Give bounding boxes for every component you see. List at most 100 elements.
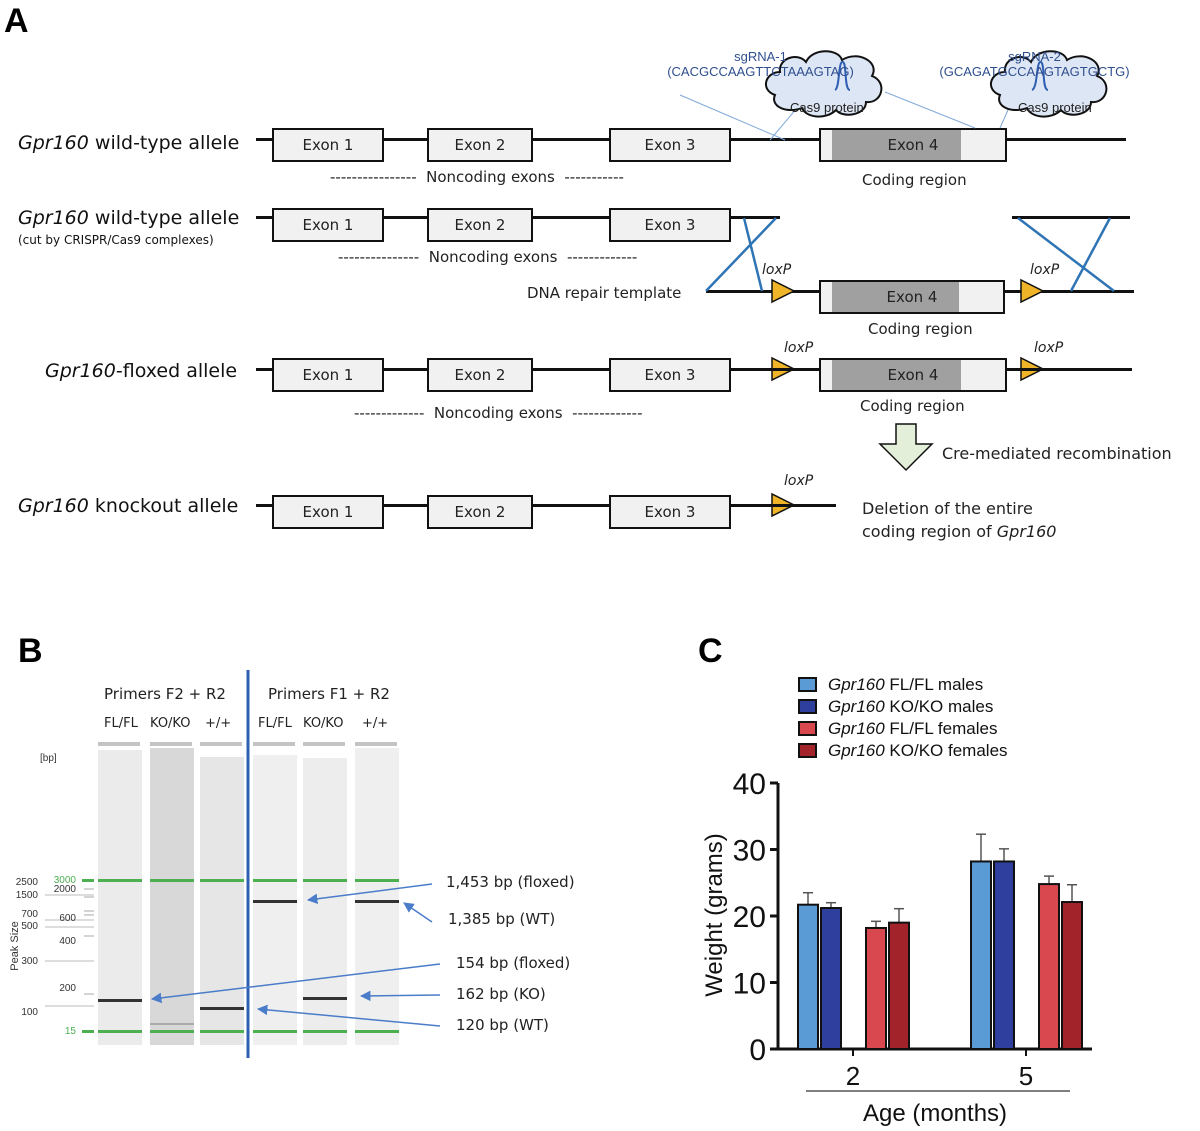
marker-band-lower <box>200 1030 244 1033</box>
cloud-icon <box>990 50 1108 118</box>
exon4-template: Exon 4 <box>819 280 1005 314</box>
ladder-label-right: 200 <box>59 983 76 994</box>
exon4-floxed: Exon 4 <box>819 358 1007 392</box>
marker-band-lower <box>355 1030 399 1033</box>
y-axis-label: Weight (grams) <box>701 833 728 997</box>
arrow-162-ko <box>359 990 441 1002</box>
band-120-wt <box>200 1007 244 1010</box>
coding-label-floxed: Coding region <box>860 397 965 415</box>
sgrna-hairpin-icon <box>834 60 851 91</box>
deletion-description: Deletion of the entire coding region of … <box>862 499 1057 541</box>
band-162-ko <box>303 997 347 1000</box>
marker-band-lower <box>253 1030 297 1033</box>
noncoding-label-cut: --------------- Noncoding exons --------… <box>338 248 638 266</box>
lane-well <box>253 742 295 746</box>
ladder-label-right: 600 <box>59 913 76 924</box>
bar <box>1038 883 1060 1050</box>
exon1-cut: Exon 1 <box>272 208 384 242</box>
panel-a-letter: A <box>4 2 29 40</box>
x-tick-label: 5 <box>1019 1061 1033 1091</box>
noncoding-label-floxed: ------------- Noncoding exons ----------… <box>354 404 643 422</box>
ladder-label-left: 100 <box>21 1007 38 1018</box>
band-1385-wt <box>355 900 399 903</box>
allele-label-ko: Gpr160 knockout allele <box>18 495 239 517</box>
exon1-ko: Exon 1 <box>272 495 384 529</box>
arrow-1385-wt <box>403 902 433 923</box>
sgrna1-pointer <box>679 94 786 141</box>
gel-lane <box>98 750 142 1045</box>
marker-band-upper <box>253 879 297 882</box>
arrow-1453-floxed <box>306 883 433 904</box>
legend-label: Gpr160 FL/FL females <box>828 719 997 738</box>
x-axis-label: Age (months) <box>863 1100 1007 1127</box>
exon1-wt: Exon 1 <box>272 128 384 162</box>
bar <box>888 921 910 1050</box>
y-tick-label: 10 <box>733 968 766 1001</box>
lane-label: FL/FL <box>258 716 292 731</box>
marker-band-lower <box>98 1030 142 1033</box>
crossover-line <box>742 217 764 292</box>
loxp-icon <box>1020 278 1045 304</box>
loxp-label-template-1: loxP <box>762 262 792 278</box>
noncoding-label-wt: ---------------- Noncoding exons -------… <box>330 168 624 186</box>
legend-label: Gpr160 KO/KO males <box>828 697 993 716</box>
band-label: 1,385 bp (WT) <box>448 910 556 928</box>
legend-swatch <box>798 699 817 714</box>
y-tick-label: 0 <box>749 1034 766 1067</box>
coding-label-template: Coding region <box>868 320 973 338</box>
faint-band <box>150 1023 194 1025</box>
loxp-label-floxed-1: loxP <box>784 340 814 356</box>
sgrna-hairpin-icon <box>1031 60 1049 91</box>
exon2-ko: Exon 2 <box>427 495 533 529</box>
sgrna2-label: sgRNA-2(GCAGATGCCAAGTAGTGCTG) <box>939 49 1130 79</box>
down-arrow-icon <box>878 423 934 472</box>
band-label: 120 bp (WT) <box>456 1016 549 1034</box>
lane-label: KO/KO <box>150 716 191 731</box>
cloud-icon <box>765 50 883 118</box>
bar <box>993 860 1015 1050</box>
lane-label: KO/KO <box>303 716 344 731</box>
legend-label: Gpr160 KO/KO females <box>828 741 1008 760</box>
allele-label-cut: Gpr160 wild-type allele <box>18 207 240 229</box>
loxp-label-floxed-2: loxP <box>1034 340 1064 356</box>
band-1453-floxed <box>253 900 297 903</box>
cas9-label-2: Cas9 protein <box>1018 100 1092 115</box>
band-154-floxed <box>98 999 142 1002</box>
band-label: 162 bp (KO) <box>456 985 546 1003</box>
ladder-label-left: 700 <box>21 909 38 920</box>
marker-band-upper <box>200 879 244 882</box>
ladder-label-right: 2000 <box>53 884 76 895</box>
sgrna2-pointer <box>884 91 976 129</box>
cas9-complexes <box>679 50 1108 141</box>
sgrna1-label: sgRNA-1(CACGCCAAGTTCTAAAGTAG) <box>667 49 854 79</box>
ladder-label-left: 500 <box>21 921 38 932</box>
dna-line-ko <box>256 504 836 507</box>
allele-sublabel-cut: (cut by CRISPR/Cas9 complexes) <box>18 233 214 247</box>
x-tick-label: 2 <box>846 1061 860 1091</box>
bp-unit-label: [bp] <box>40 753 57 764</box>
lane-label: +/+ <box>362 716 389 731</box>
arrow-154-floxed <box>150 963 441 1004</box>
exon3-cut: Exon 3 <box>609 208 731 242</box>
ladder-tick-3000 <box>82 879 94 882</box>
repair-template-label: DNA repair template <box>527 284 682 302</box>
lane-label: +/+ <box>205 716 232 731</box>
ladder-tick-15 <box>82 1030 94 1033</box>
bar <box>1061 901 1083 1050</box>
ladder-label-left: 300 <box>21 956 38 967</box>
loxp-label-ko: loxP <box>784 473 814 489</box>
marker-band-lower <box>303 1030 347 1033</box>
ladder-label-left: 1500 <box>15 890 38 901</box>
gel-lane <box>200 757 244 1045</box>
lane-well <box>150 742 192 746</box>
ladder-label-left: 2500 <box>15 877 38 888</box>
exon2-floxed: Exon 2 <box>427 358 533 392</box>
coding-label-wt: Coding region <box>862 171 967 189</box>
band-label: 1,453 bp (floxed) <box>446 873 575 891</box>
lane-label: FL/FL <box>104 716 138 731</box>
loxp-label-template-2: loxP <box>1030 262 1060 278</box>
legend-swatch <box>798 743 817 758</box>
cas9-label-1: Cas9 protein <box>790 100 864 115</box>
